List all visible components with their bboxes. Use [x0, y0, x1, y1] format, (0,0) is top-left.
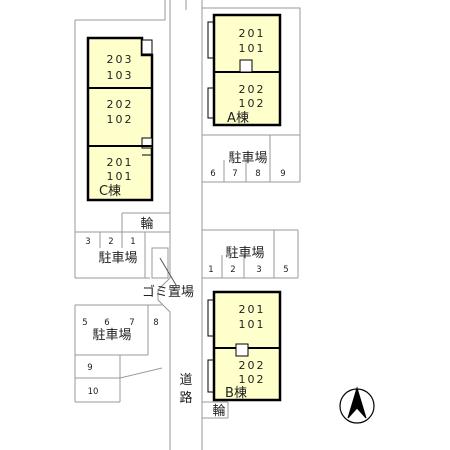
parking-mid-right-num-3: 3	[256, 265, 261, 275]
bicycle-label-top: 輪	[140, 216, 153, 232]
c-unit-201: 201	[107, 156, 134, 169]
a-unit-101: 101	[239, 42, 266, 55]
garbage-leader	[159, 257, 177, 286]
parking-bottom-left-num-5: 5	[82, 318, 87, 328]
right-lot-outline	[202, 7, 301, 135]
building-b: 201 101 202 102 B棟	[207, 290, 282, 402]
b-unit-101: 101	[239, 318, 266, 331]
c-unit-103: 103	[107, 69, 134, 82]
parking-bottom-left-diag	[119, 367, 163, 379]
garbage-label: ゴミ置場	[142, 284, 194, 300]
parking-bottom-left-num-10: 10	[88, 387, 99, 397]
bicycle-area-top	[121, 212, 170, 232]
parking-mid-right-num-5: 5	[283, 265, 288, 275]
parking-mid-right-label: 駐車場	[225, 246, 264, 261]
building-c-label: C棟	[99, 184, 121, 199]
a-unit-202: 202	[239, 83, 266, 96]
garbage-enclosure	[151, 247, 169, 279]
building-b-annex-bottom	[207, 359, 214, 393]
building-a: 201 101 202 102 A棟	[207, 13, 282, 127]
left-lot-outline	[75, 0, 166, 21]
a-unit-102: 102	[239, 97, 266, 110]
b-unit-201: 201	[239, 303, 266, 316]
c-unit-202: 202	[107, 98, 134, 111]
road-label-2: 路	[179, 390, 192, 406]
bicycle-label-bottom: 輪	[212, 403, 225, 419]
parking-mid-left	[74, 231, 170, 279]
parking-top-right-num-6: 6	[210, 169, 215, 179]
b-unit-202: 202	[239, 359, 266, 372]
parking-bottom-left-num-8: 8	[153, 318, 158, 328]
parking-top-right-num-9: 9	[280, 169, 285, 179]
road-left-edge	[157, 0, 171, 450]
parking-mid-left-label: 駐車場	[98, 251, 137, 266]
parking-bottom-left-num-9: 9	[87, 363, 92, 373]
north-arrow-icon	[339, 386, 375, 424]
c-unit-203: 203	[107, 53, 134, 66]
building-b-annex-top	[207, 299, 214, 337]
c-unit-101: 101	[107, 170, 134, 183]
b-unit-102: 102	[239, 373, 266, 386]
building-a-label: A棟	[227, 111, 249, 126]
parking-mid-left-num-3: 3	[85, 237, 90, 247]
building-a-annex-top	[207, 21, 214, 59]
parking-top-right-num-8: 8	[255, 169, 260, 179]
parking-mid-right	[202, 229, 299, 279]
parking-mid-right-num-1: 1	[208, 265, 213, 275]
building-a-annex-bottom	[207, 87, 214, 119]
a-unit-201: 201	[239, 27, 266, 40]
parking-bottom-left	[74, 304, 163, 403]
parking-top-right-label: 駐車場	[228, 151, 267, 166]
bicycle-area-bottom	[202, 401, 229, 419]
building-b-label: B棟	[225, 386, 247, 401]
parking-mid-left-num-1: 1	[130, 237, 135, 247]
c-unit-102: 102	[107, 113, 134, 126]
parking-mid-left-num-2: 2	[108, 237, 113, 247]
parking-bottom-left-num-6: 6	[104, 318, 109, 328]
parking-bottom-left-label: 駐車場	[92, 328, 131, 343]
parking-top-right-num-7: 7	[232, 169, 237, 179]
parking-mid-right-num-2: 2	[230, 265, 235, 275]
road-label-1: 道	[179, 373, 192, 388]
building-c-notch-mid	[141, 137, 153, 149]
building-c-notch-top	[141, 39, 153, 55]
building-b-notch	[235, 343, 249, 357]
building-c: 203 103 202 102 201 101 C棟	[86, 36, 154, 202]
parking-bottom-left-num-7: 7	[129, 318, 134, 328]
building-a-notch	[239, 59, 253, 73]
parking-top-right	[202, 134, 301, 183]
